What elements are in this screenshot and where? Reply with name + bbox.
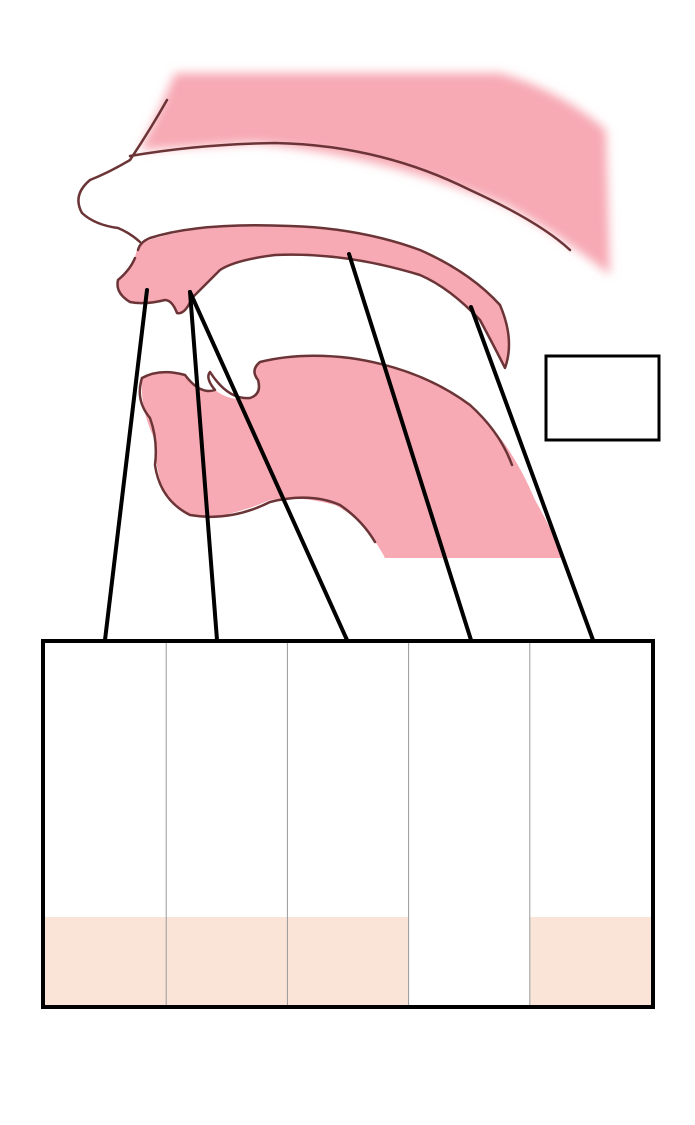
pointer-line-lips [103, 288, 149, 642]
tongue-outline [140, 354, 514, 467]
answer-cell-3[interactable] [287, 917, 409, 1005]
pointer-line-teeth [188, 290, 219, 642]
palate-tissue [117, 225, 509, 368]
label-table-border [41, 639, 655, 1009]
tongue-tissue [141, 355, 562, 558]
palate-outline [116, 223, 511, 370]
label-column-4[interactable] [408, 643, 530, 1005]
pointer-line-hard-palate [347, 252, 473, 642]
jaw-outline [138, 376, 377, 544]
nasal-floor-outline [128, 141, 572, 252]
pointer-line-soft-palate [469, 305, 595, 642]
answer-cell-5[interactable] [529, 917, 651, 1005]
answer-cell-2[interactable] [166, 917, 288, 1005]
nose-outline [77, 98, 169, 244]
pointer-lines [103, 252, 595, 642]
label-table [45, 643, 651, 1005]
answer-box[interactable] [544, 354, 661, 442]
pointer-line-alveolar-ridge [188, 290, 349, 642]
answer-cell-1[interactable] [45, 917, 167, 1005]
nasal-roof-tissue [140, 73, 610, 275]
